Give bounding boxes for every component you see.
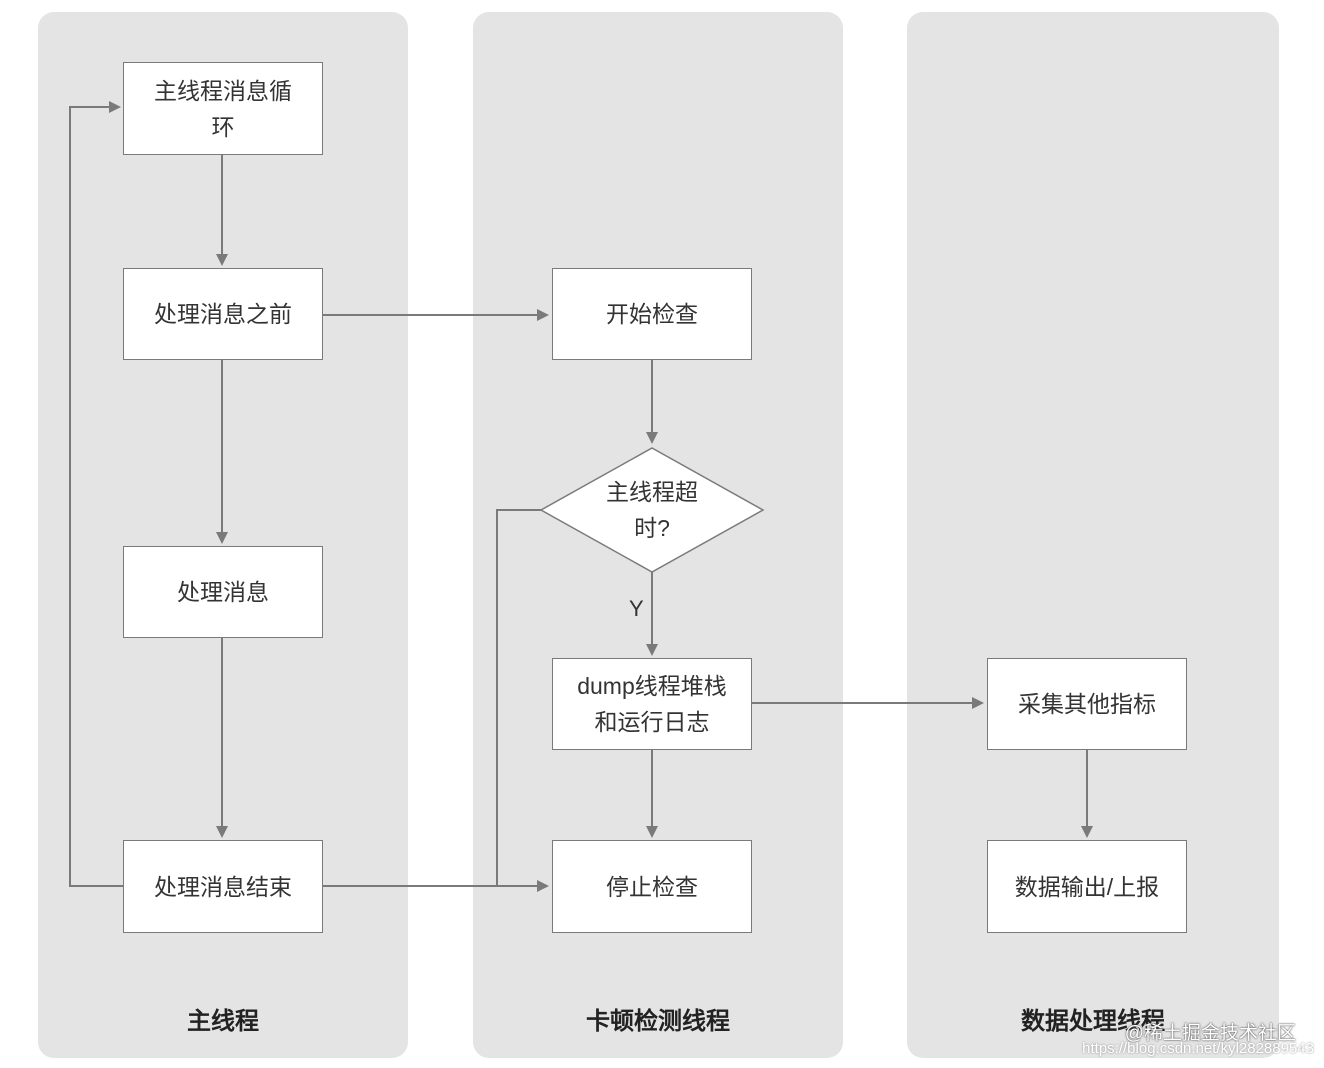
edge-timeout-no — [496, 509, 541, 886]
watermark-url: https://blog.csdn.net/kyl282889543 — [1082, 1040, 1314, 1057]
node-collect-metrics: 采集其他指标 — [987, 658, 1187, 750]
node-process-end: 处理消息结束 — [123, 840, 323, 933]
node-message-loop: 主线程消息循 环 — [123, 62, 323, 155]
lane-title-data: 数据处理线程 — [1021, 1008, 1165, 1035]
watermark-site: @稀土掘金技术社区 — [1124, 1023, 1296, 1044]
node-start-check: 开始检查 — [552, 268, 752, 360]
node-stop-check: 停止检查 — [552, 840, 752, 933]
edge-label-yes: Y — [629, 596, 644, 621]
node-process-message: 处理消息 — [123, 546, 323, 638]
decision-timeout-label: 主线程超 时? — [606, 479, 698, 541]
node-dump-stack: dump线程堆栈 和运行日志 — [552, 658, 752, 750]
edge-end-to-loop — [69, 101, 123, 887]
node-before-process: 处理消息之前 — [123, 268, 323, 360]
lane-title-detector: 卡顿检测线程 — [586, 1008, 730, 1035]
lane-title-main: 主线程 — [187, 1008, 259, 1035]
node-output-report: 数据输出/上报 — [987, 840, 1187, 933]
decision-timeout-shape — [539, 447, 765, 573]
